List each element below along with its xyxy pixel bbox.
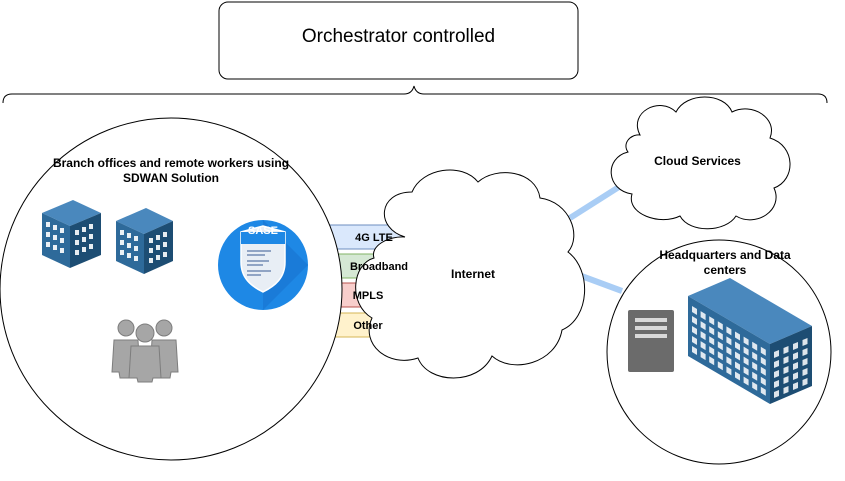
- link-label-broadband: Broadband: [349, 261, 409, 273]
- link-label-4g-lte: 4G LTE: [355, 232, 393, 244]
- orchestrator-brace: [2, 85, 828, 104]
- link-label-other: Other: [353, 320, 383, 332]
- sase-shield-icon: [218, 220, 308, 310]
- building-icon: [116, 208, 173, 274]
- internet-label: Internet: [450, 267, 495, 281]
- internet-cloud[interactable]: [355, 169, 586, 379]
- cloud-services-cloud[interactable]: [610, 96, 791, 230]
- connector-cloud: [568, 182, 624, 221]
- branch-circle[interactable]: [0, 117, 343, 461]
- orchestrator-box[interactable]: [218, 1, 579, 80]
- branch-title: Branch offices and remote workers using …: [52, 156, 290, 185]
- datacenter-building-icon: [688, 278, 812, 404]
- sase-title: SASE: [248, 225, 278, 237]
- building-icon: [42, 200, 101, 268]
- cloud-services-label: Cloud Services: [654, 154, 741, 168]
- people-group-icon: [111, 319, 179, 383]
- server-icon: [628, 310, 674, 372]
- link-label-mpls: MPLS: [352, 290, 384, 302]
- orchestrator-label: Orchestrator controlled: [301, 26, 496, 47]
- hq-title: Headquarters and Data centers: [659, 248, 791, 277]
